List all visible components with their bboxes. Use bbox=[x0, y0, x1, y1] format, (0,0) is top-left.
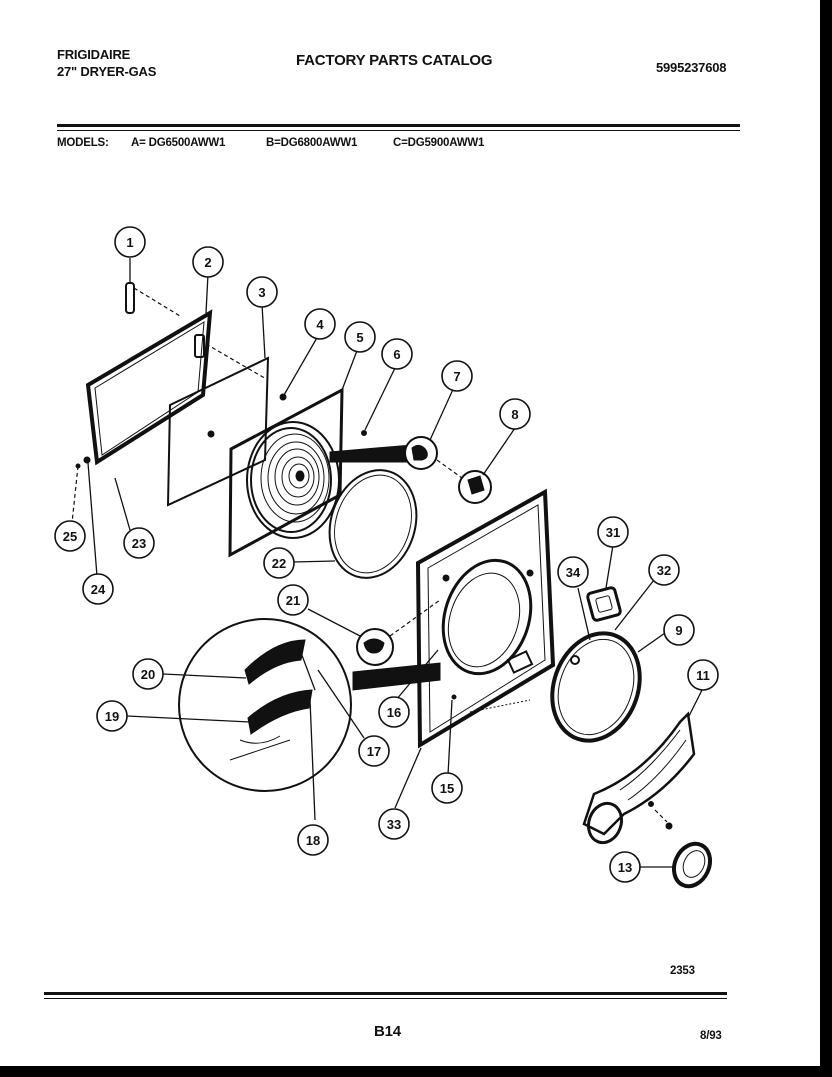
callout-11: 11 bbox=[687, 659, 719, 691]
footer-rule-thick bbox=[44, 992, 727, 995]
callout-25-label: 25 bbox=[63, 529, 77, 544]
callout-17-label: 17 bbox=[367, 744, 381, 759]
callout-15: 15 bbox=[431, 772, 463, 804]
part-3-door-panel bbox=[166, 303, 270, 507]
callout-23-label: 23 bbox=[132, 536, 146, 551]
callout-3-label: 3 bbox=[258, 285, 265, 300]
callout-32: 32 bbox=[648, 554, 680, 586]
part-6-screw bbox=[361, 367, 396, 436]
part-31-filter bbox=[586, 544, 622, 622]
front-panel bbox=[415, 488, 556, 749]
callout-25: 25 bbox=[54, 520, 86, 552]
callout-32-label: 32 bbox=[657, 563, 671, 578]
page-number: B14 bbox=[374, 1023, 401, 1040]
detail-bubble bbox=[126, 618, 441, 821]
part-5-door-liner bbox=[228, 347, 359, 558]
catalog-title: FACTORY PARTS CATALOG bbox=[296, 52, 493, 69]
catalog-number: 5995237608 bbox=[656, 60, 727, 75]
callout-21-label: 21 bbox=[286, 593, 300, 608]
callout-11-label: 11 bbox=[696, 668, 710, 683]
callout-24-label: 24 bbox=[91, 582, 106, 597]
callout-17: 17 bbox=[358, 735, 390, 767]
page-border-right bbox=[820, 0, 832, 1077]
callout-7: 7 bbox=[441, 360, 473, 392]
callout-6-label: 6 bbox=[393, 347, 400, 362]
part-11-duct bbox=[582, 687, 704, 845]
callout-24: 24 bbox=[82, 573, 114, 605]
callout-34: 34 bbox=[557, 556, 589, 588]
callout-13: 13 bbox=[609, 851, 641, 883]
callout-5-label: 5 bbox=[356, 330, 363, 345]
callout-20: 20 bbox=[132, 658, 164, 690]
part-4-screw bbox=[279, 335, 319, 401]
callout-20-label: 20 bbox=[141, 667, 155, 682]
part-1-handle-screw bbox=[125, 258, 135, 314]
callout-7-label: 7 bbox=[453, 369, 460, 384]
callout-31: 31 bbox=[597, 516, 629, 548]
callout-5: 5 bbox=[344, 321, 376, 353]
part-24-25-hardware bbox=[71, 456, 131, 577]
callout-4: 4 bbox=[304, 308, 336, 340]
callout-1: 1 bbox=[114, 226, 146, 258]
callout-9-label: 9 bbox=[675, 623, 682, 638]
page-border-bottom bbox=[0, 1066, 832, 1077]
header-rule-thin bbox=[57, 130, 740, 131]
callout-6: 6 bbox=[381, 338, 413, 370]
part-22-seal-ring bbox=[292, 469, 418, 579]
callout-22: 22 bbox=[263, 547, 295, 579]
front-panel-leaders bbox=[394, 649, 453, 809]
part-7-latch bbox=[329, 384, 456, 470]
callout-2-label: 2 bbox=[204, 255, 211, 270]
part-2-outer-door bbox=[85, 273, 213, 466]
footer-rule-thin bbox=[44, 998, 727, 999]
part-13-grommet bbox=[640, 841, 712, 889]
callout-23: 23 bbox=[123, 527, 155, 559]
callout-16-label: 16 bbox=[387, 705, 401, 720]
model-a: A= DG6500AWW1 bbox=[131, 137, 226, 149]
callout-8-label: 8 bbox=[511, 407, 518, 422]
drawing-number: 2353 bbox=[670, 965, 695, 977]
brand-name: FRIGIDAIRE bbox=[57, 47, 131, 62]
product-name: 27" DRYER-GAS bbox=[57, 64, 157, 79]
part-32-leader bbox=[614, 579, 655, 631]
part-8-strike bbox=[436, 427, 516, 504]
callout-16: 16 bbox=[378, 696, 410, 728]
callout-15-label: 15 bbox=[440, 781, 454, 796]
callout-34-label: 34 bbox=[566, 565, 581, 580]
model-c: C=DG5900AWW1 bbox=[393, 137, 485, 149]
callout-19: 19 bbox=[96, 700, 128, 732]
callout-33: 33 bbox=[378, 808, 410, 840]
callout-4-label: 4 bbox=[316, 317, 324, 332]
callout-1-label: 1 bbox=[126, 235, 133, 250]
header-rule-thick bbox=[57, 124, 740, 127]
part-9-bearing-ring bbox=[550, 587, 666, 743]
model-b: B=DG6800AWW1 bbox=[266, 137, 358, 149]
callout-22-label: 22 bbox=[272, 556, 286, 571]
models-label: MODELS: bbox=[57, 137, 109, 149]
callout-18-label: 18 bbox=[306, 833, 320, 848]
callout-31-label: 31 bbox=[606, 525, 620, 540]
callout-19-label: 19 bbox=[105, 709, 119, 724]
callout-9: 9 bbox=[663, 614, 695, 646]
part-21-switch bbox=[307, 599, 441, 666]
callout-2: 2 bbox=[192, 246, 224, 278]
callout-13-label: 13 bbox=[618, 860, 632, 875]
callout-21: 21 bbox=[277, 584, 309, 616]
catalog-date: 8/93 bbox=[700, 1030, 722, 1042]
callout-3: 3 bbox=[246, 276, 278, 308]
callout-8: 8 bbox=[499, 398, 531, 430]
callout-33-label: 33 bbox=[387, 817, 401, 832]
callout-18: 18 bbox=[297, 824, 329, 856]
